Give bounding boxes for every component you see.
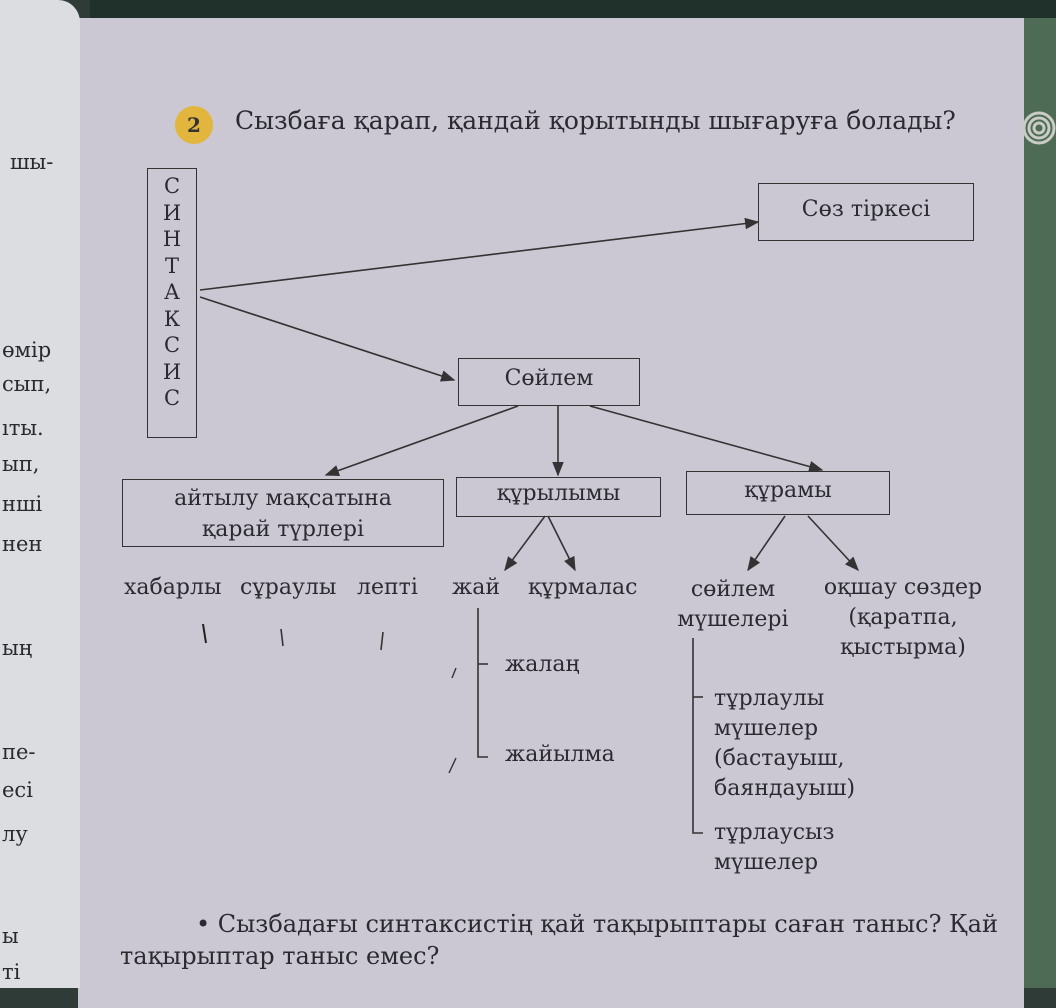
syntax-letter: И xyxy=(162,359,182,384)
label-turlauly: тұрлаулы мүшелер (бастауыш, баяндауыш) xyxy=(714,684,855,804)
label-turlausyz: тұрлаусыз мүшелер xyxy=(714,818,835,878)
followup-question: • Сызбадағы синтаксистің қай тақырыптары… xyxy=(120,908,1020,972)
pencil-mark xyxy=(380,631,384,651)
okshau-line2: (қаратпа, xyxy=(848,605,958,630)
left-fragment: ы xyxy=(2,924,19,948)
pencil-mark xyxy=(280,628,284,647)
arrow-qurylymy-to-zhai xyxy=(504,515,546,572)
left-fragment: лу xyxy=(2,822,28,846)
label-habarly: хабарлы xyxy=(124,575,222,600)
turlauly-line1: тұрлаулы xyxy=(714,686,825,711)
left-page xyxy=(0,0,80,988)
turlausyz-line1: тұрлаусыз xyxy=(714,820,835,845)
pencil-mark xyxy=(202,623,207,644)
syntax-letter: С xyxy=(163,333,181,357)
okshau-line3: қыстырма) xyxy=(840,635,966,660)
label-zhaiylma: жайылма xyxy=(505,742,615,767)
label-zhai: жай xyxy=(452,575,501,600)
turlauly-line3: (бастауыш, xyxy=(714,746,845,771)
syntax-letter: Т xyxy=(164,253,179,278)
arrow-quramy-to-okshau xyxy=(807,515,859,572)
label-kurmalas: құрмалас xyxy=(528,575,638,600)
left-fragment: ып, xyxy=(2,452,40,476)
syntax-vertical-box: С И Н Т А К С И С xyxy=(147,168,197,438)
arrow-quramy-to-soilem-mushelieri xyxy=(747,515,786,572)
left-fragment: нші xyxy=(2,492,43,516)
left-fragment: пе- xyxy=(2,740,36,764)
left-fragment: сып, xyxy=(2,372,52,396)
left-fragment: шы- xyxy=(10,150,54,174)
label-soilem-mushelieri: сөйлем мүшелері xyxy=(668,575,798,635)
spiral-icon xyxy=(1022,111,1056,145)
arrow-soilem-to-aitylu xyxy=(324,405,519,477)
soilem-mush-line2: мүшелері xyxy=(677,607,789,632)
arrow-qurylymy-to-kurmalas xyxy=(547,515,576,572)
pencil-mark xyxy=(451,667,457,679)
left-fragment: нен xyxy=(2,532,43,556)
syntax-letter: К xyxy=(163,306,181,331)
arrow-syntax-to-soilem xyxy=(199,296,456,382)
left-fragment: өмір xyxy=(2,338,52,362)
bracket-zhai xyxy=(477,608,488,758)
quramy-box: құрамы xyxy=(686,471,890,515)
left-fragment: есі xyxy=(2,778,33,802)
turlausyz-line2: мүшелер xyxy=(714,850,819,875)
qurylymy-box: құрылымы xyxy=(456,477,661,517)
aitylu-line1: айтылу мақсатына xyxy=(174,486,392,511)
soilem-mush-line1: сөйлем xyxy=(690,577,776,602)
turlauly-line2: мүшелер xyxy=(714,716,819,741)
syntax-letter: И xyxy=(162,200,182,225)
background-edge xyxy=(1024,18,1056,988)
left-fragment: ті xyxy=(2,960,21,984)
syntax-letter: С xyxy=(163,386,181,410)
followup-line1: • Сызбадағы синтаксистің қай тақырыптары… xyxy=(196,910,998,938)
exercise-number-badge: 2 xyxy=(175,106,213,144)
arrow-soilem-to-quramy xyxy=(589,405,824,473)
followup-line2: тақырыптар таныс емес? xyxy=(120,942,440,970)
aitylu-box: айтылу мақсатына қарай түрлері xyxy=(122,479,444,547)
syntax-letter: С xyxy=(163,174,181,198)
left-fragment: ıты. xyxy=(2,416,44,440)
arrow-syntax-to-soz-tirkesi xyxy=(199,217,760,291)
pencil-mark xyxy=(448,757,457,774)
bracket-soilem-mushelieri xyxy=(692,638,703,834)
label-okshau: оқшау сөздер (қаратпа, қыстырма) xyxy=(812,573,994,663)
exercise-question: Сызбаға қарап, қандай қорытынды шығаруға… xyxy=(235,106,956,135)
turlauly-line4: баяндауыш) xyxy=(714,776,856,801)
left-fragment: ың xyxy=(2,636,33,660)
label-suraulu: сұраулы xyxy=(240,575,337,600)
syntax-letter: А xyxy=(164,280,180,304)
soilem-box: Сөйлем xyxy=(458,358,640,406)
okshau-line1: оқшау сөздер xyxy=(823,575,983,600)
syntax-letter: Н xyxy=(162,227,182,251)
label-lepti: лепті xyxy=(357,575,418,600)
aitylu-line2: қарай түрлері xyxy=(201,517,365,542)
label-zhalang: жалаң xyxy=(505,652,580,677)
soz-tirkesi-box: Сөз тіркесі xyxy=(758,183,974,241)
